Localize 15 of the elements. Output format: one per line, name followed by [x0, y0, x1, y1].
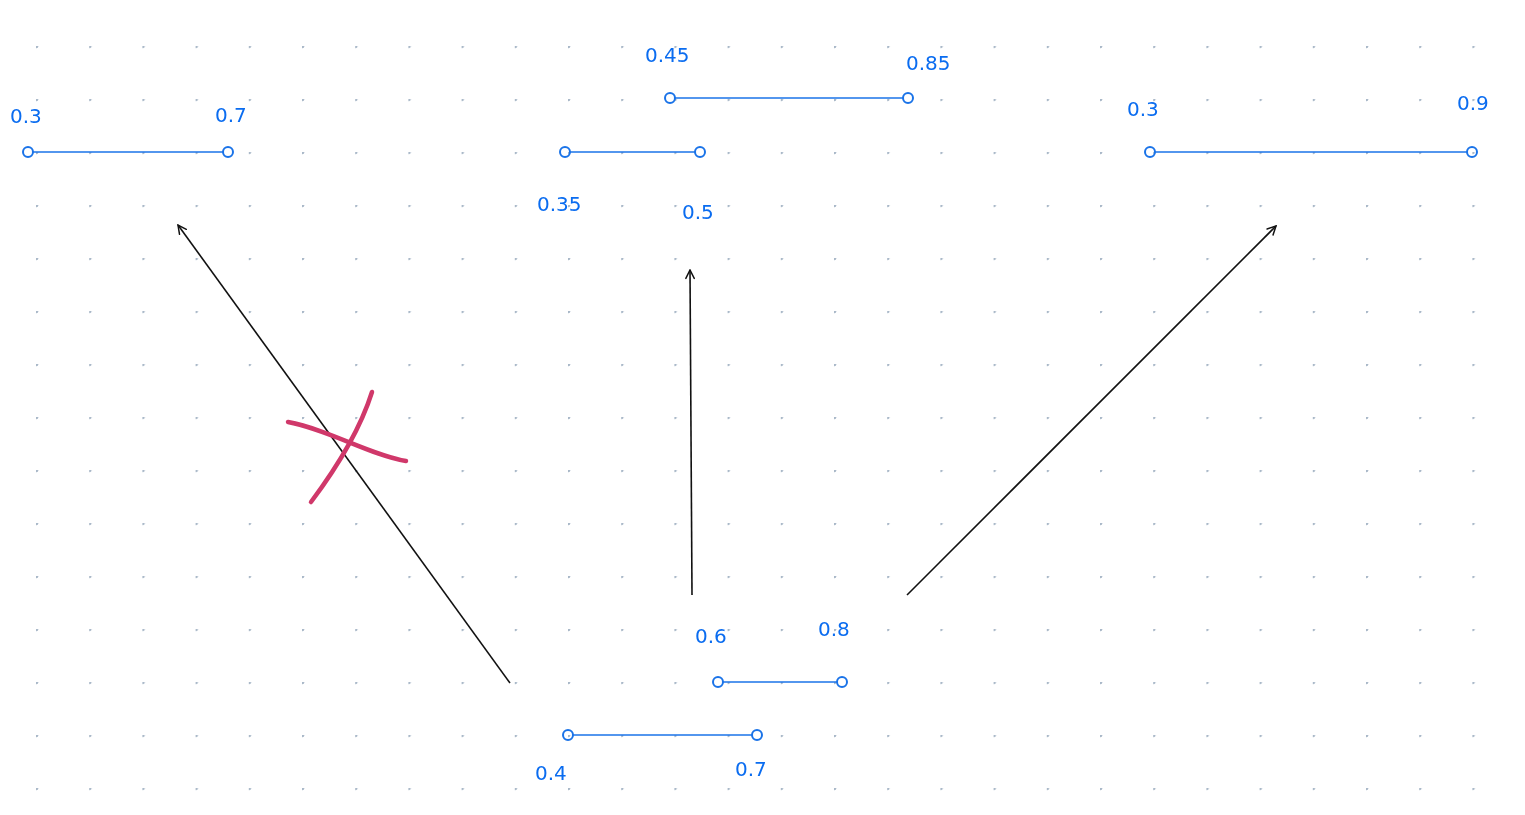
value-label: 0.5 — [682, 201, 714, 223]
value-label: 0.85 — [906, 52, 951, 74]
value-label: 0.3 — [10, 105, 42, 127]
value-label: 0.9 — [1457, 92, 1489, 114]
value-label: 0.3 — [1127, 98, 1159, 120]
value-label: 0.8 — [818, 618, 850, 640]
value-label: 0.4 — [535, 762, 567, 784]
arrow — [177, 224, 511, 684]
arrow — [906, 225, 1277, 596]
value-label: 0.6 — [695, 625, 727, 647]
arrow — [685, 269, 695, 596]
value-label: 0.7 — [735, 758, 767, 780]
value-label: 0.35 — [537, 193, 582, 215]
value-label: 0.45 — [645, 44, 690, 66]
value-label: 0.7 — [215, 104, 247, 126]
